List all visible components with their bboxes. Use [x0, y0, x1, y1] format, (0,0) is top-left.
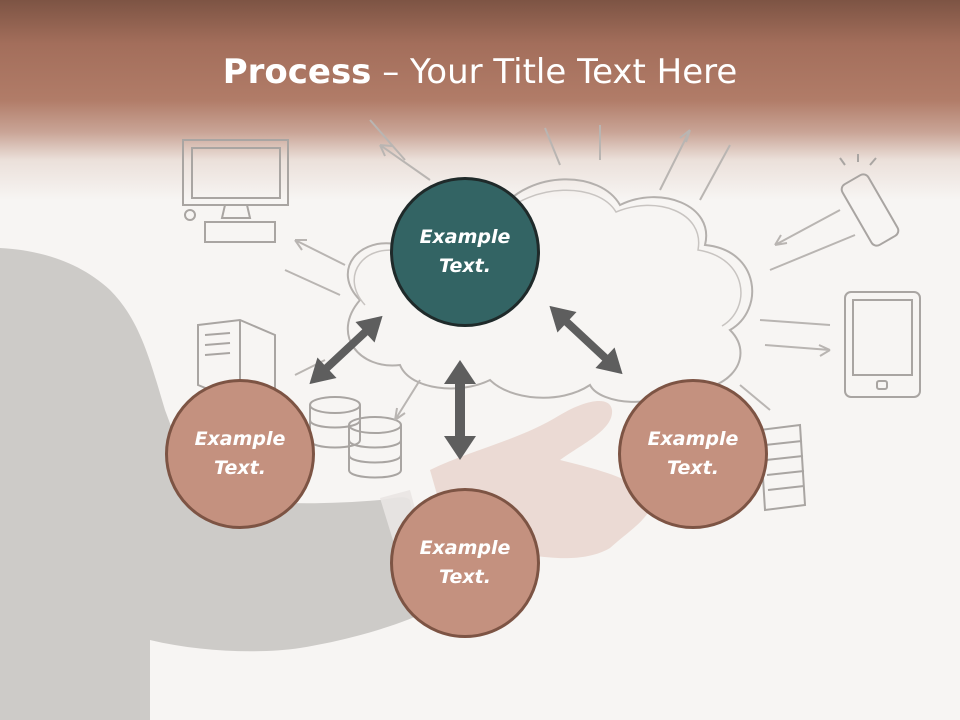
process-arrows: [309, 305, 623, 460]
process-node-right: Example Text.: [618, 379, 768, 529]
node-label: Example Text.: [194, 428, 286, 479]
rack-sketch: [758, 423, 807, 512]
process-node-left: Example Text.: [165, 379, 315, 529]
process-node-top: Example Text.: [390, 177, 540, 327]
monitor-sketch: [182, 139, 289, 243]
title-light: – Your Title Text Here: [382, 52, 738, 92]
arrow-top-to-left: [309, 315, 383, 385]
node-label: Example Text.: [647, 428, 739, 479]
tablet-sketch: [844, 291, 921, 398]
phone-sketch: [839, 154, 900, 247]
process-node-bottom: Example Text.: [390, 488, 540, 638]
businessman-silhouette: [0, 248, 430, 720]
arrow-top-to-bottom: [444, 360, 476, 460]
node-label: Example Text.: [419, 226, 511, 277]
node-label: Example Text.: [419, 537, 511, 588]
header-band: [0, 0, 960, 200]
title-bold: Process: [222, 52, 372, 92]
arrow-top-to-right: [549, 305, 623, 375]
database-sketch: [309, 396, 402, 479]
sketch-arrows: [284, 119, 856, 421]
slide-title: Process – Your Title Text Here: [0, 52, 960, 92]
